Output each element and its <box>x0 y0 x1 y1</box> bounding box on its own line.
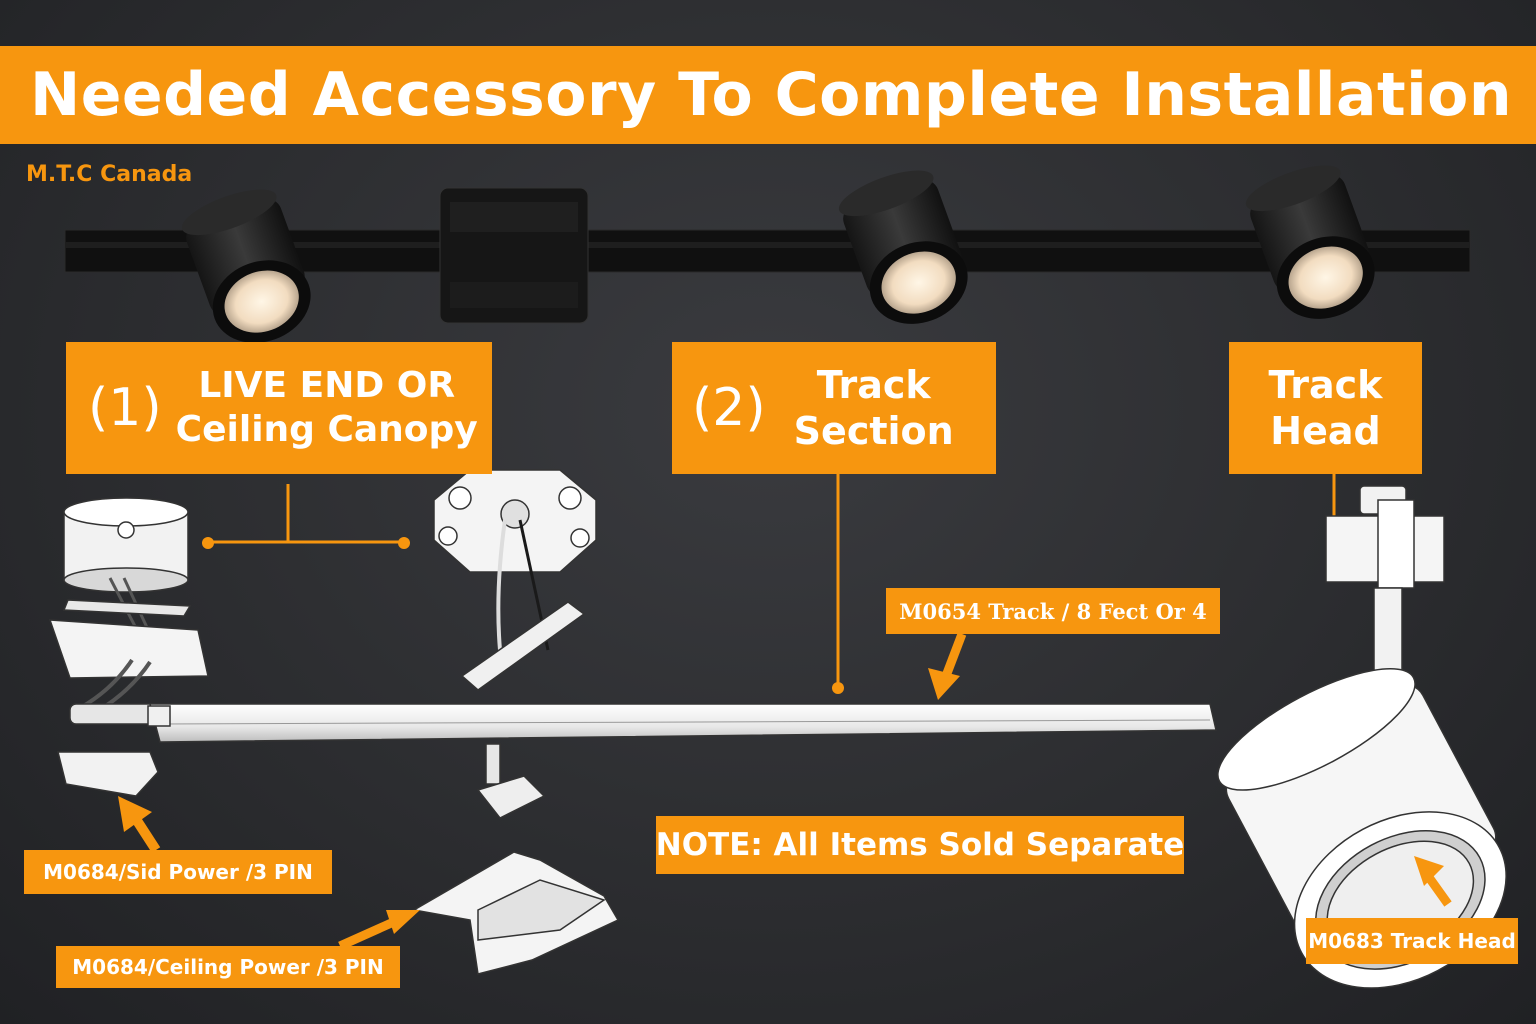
live-end-connector-lines <box>208 484 404 544</box>
track-section-number: (2) <box>692 378 766 438</box>
black-spotlight-3 <box>1245 165 1375 319</box>
live-end-label: LIVE END OR Ceiling Canopy <box>176 364 478 452</box>
live-end-line1: LIVE END OR <box>198 365 456 407</box>
ceiling-power-text: M0684/Ceiling Power /3 PIN <box>72 955 384 979</box>
live-end-number: (1) <box>88 378 162 438</box>
track-section-line1: Track <box>816 362 931 407</box>
note-label: NOTE: All Items Sold Separate <box>656 816 1184 874</box>
white-track-section <box>147 703 1217 743</box>
side-power-callout: M0684/Sid Power /3 PIN <box>24 850 332 894</box>
black-spotlight-1 <box>181 189 311 343</box>
ceiling-power-callout: M0684/Ceiling Power /3 PIN <box>56 946 400 988</box>
black-spotlight-2 <box>838 170 968 324</box>
track-section-line2: Section <box>793 409 954 453</box>
page-title: Needed Accessory To Complete Installatio… <box>30 60 1513 130</box>
track-callout: M0654 Track / 8 Fect Or 4 <box>886 588 1220 634</box>
note-text: NOTE: All Items Sold Separate <box>655 827 1185 863</box>
arrow-ceiling-power <box>338 910 420 951</box>
track-section-dot <box>832 682 844 694</box>
arrow-side-power <box>118 796 161 853</box>
connector-dot-right <box>398 537 410 549</box>
track-head-callout: M0683 Track Head <box>1306 918 1518 964</box>
track-section-box: (2) Track Section <box>672 342 996 474</box>
live-end-canopy <box>48 497 209 797</box>
connector-dot-left <box>202 537 214 549</box>
arrow-track <box>928 632 967 700</box>
arrow-track-head <box>1414 856 1452 907</box>
live-end-box: (1) LIVE END OR Ceiling Canopy <box>66 342 492 474</box>
brand-label: M.T.C Canada <box>26 162 193 187</box>
track-head-line1: Track <box>1268 362 1383 407</box>
live-end-line2: Ceiling Canopy <box>175 409 478 450</box>
side-power-text: M0684/Sid Power /3 PIN <box>43 860 313 884</box>
ceiling-junction-box <box>411 469 620 975</box>
track-head-box: Track Head <box>1229 342 1422 474</box>
track-head-label: Track Head <box>1269 362 1383 455</box>
track-head-callout-text: M0683 Track Head <box>1308 929 1516 953</box>
header-banner: Needed Accessory To Complete Installatio… <box>0 46 1536 144</box>
track-head-line2: Head <box>1270 409 1381 453</box>
track-section-label: Track Section <box>794 362 954 455</box>
track-callout-text: M0654 Track / 8 Fect Or 4 <box>899 598 1207 624</box>
track-connector-block <box>439 187 589 324</box>
